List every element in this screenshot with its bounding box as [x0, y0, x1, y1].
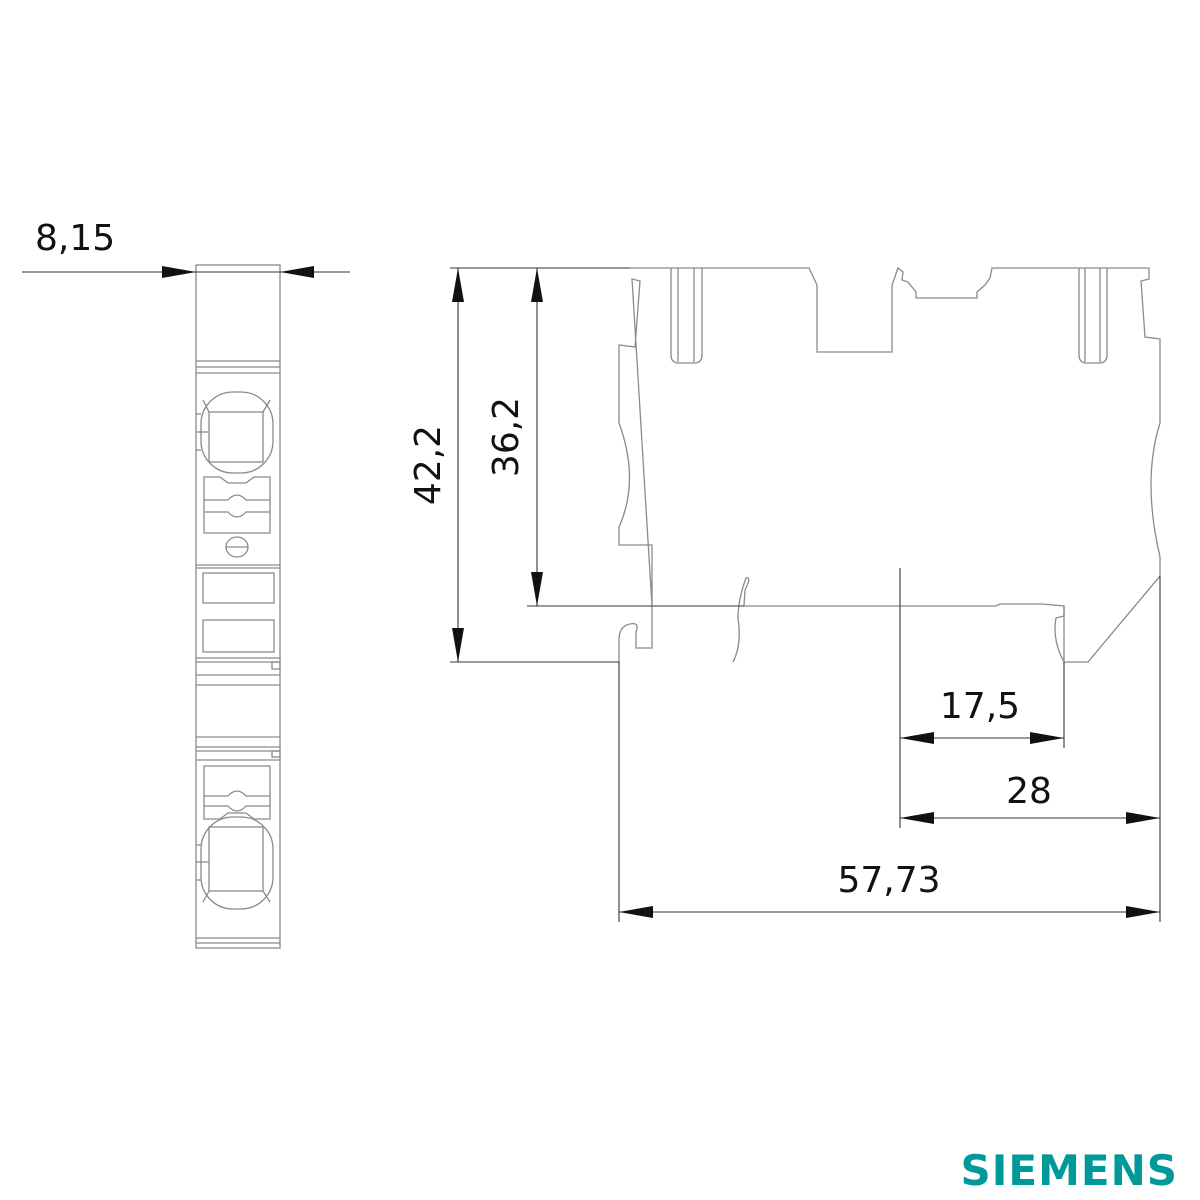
- dimension-width-label: 8,15: [35, 218, 115, 259]
- connector-bottom: [203, 765, 271, 820]
- extension-lines: [450, 267, 1161, 922]
- screw-shaft-right: [1078, 268, 1108, 364]
- dimension-foot-width: 17,5: [900, 686, 1064, 744]
- dimension-total-depth: 57,73: [619, 860, 1160, 918]
- dimension-rail-height-label: 36,2: [486, 397, 527, 477]
- dimension-width: 8,15: [22, 218, 350, 278]
- dimension-half-depth: 28: [900, 771, 1160, 824]
- screw-opening-top: [200, 391, 274, 474]
- side-view: [195, 264, 281, 949]
- dimension-foot-width-label: 17,5: [940, 686, 1020, 727]
- front-view: [618, 266, 1161, 663]
- screw-shaft-left: [670, 268, 703, 364]
- connector-top: [203, 476, 271, 534]
- screw-opening-bottom: [200, 816, 274, 910]
- dimension-rail-height: 36,2: [486, 268, 543, 606]
- dimension-total-height-label: 42,2: [408, 425, 449, 505]
- side-view-outline: [195, 264, 281, 949]
- dimension-half-depth-label: 28: [1006, 771, 1052, 812]
- dimension-total-depth-label: 57,73: [837, 860, 940, 901]
- dimension-total-height: 42,2: [408, 268, 464, 662]
- siemens-logo: SIEMENS: [961, 1146, 1178, 1195]
- terminal-block-outline: [618, 266, 1161, 663]
